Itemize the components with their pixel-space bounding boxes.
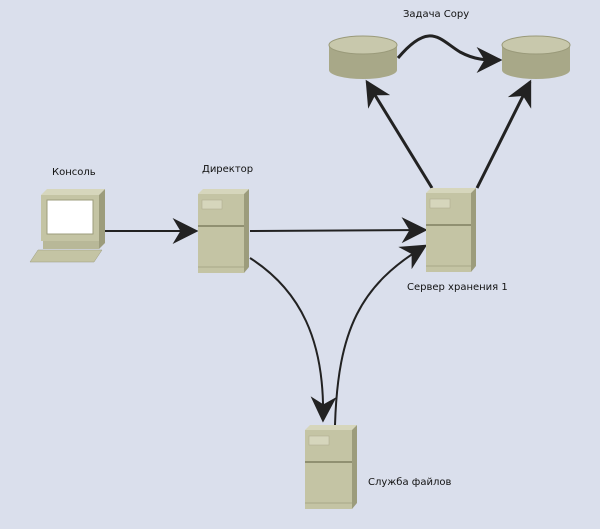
- edge-fileservice-storage[interactable]: [334, 244, 428, 426]
- edge-director-storage[interactable]: [249, 217, 428, 244]
- fileservice-label: Служба файлов: [368, 477, 452, 488]
- disk-2[interactable]: [501, 35, 571, 79]
- storage-label: Сервер хранения 1: [407, 282, 508, 293]
- edge-storage-disk1[interactable]: [365, 79, 434, 189]
- edge-copy-job[interactable]: [396, 34, 503, 73]
- storage-server[interactable]: [426, 188, 476, 272]
- screen-icon: [46, 199, 94, 235]
- console-workstation[interactable]: [29, 189, 105, 263]
- edge-director-fileservice[interactable]: [249, 257, 337, 423]
- edge-storage-disk2[interactable]: [475, 79, 532, 189]
- edges: [105, 34, 532, 426]
- console-label: Консоль: [52, 167, 96, 178]
- director-label: Директор: [202, 164, 254, 175]
- disk-1[interactable]: [328, 35, 398, 79]
- director-server[interactable]: [198, 189, 249, 273]
- copy-job-label: Задача Copy: [403, 9, 470, 20]
- fileservice-server[interactable]: [305, 425, 357, 509]
